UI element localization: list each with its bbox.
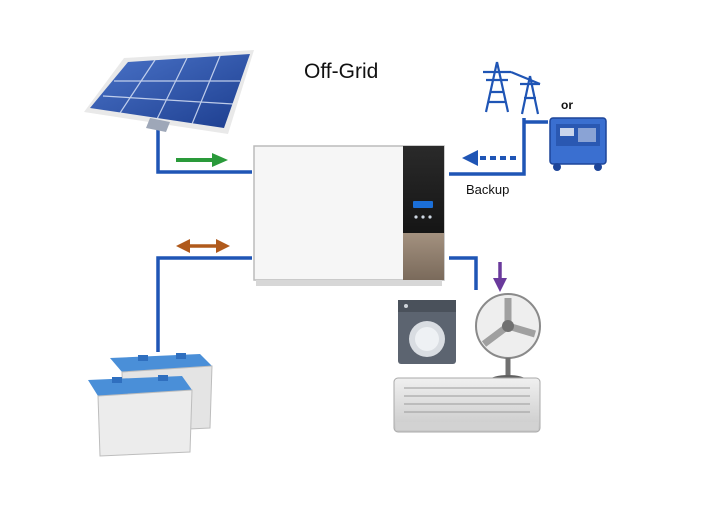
washing-machine-icon bbox=[398, 300, 456, 364]
wire-solar bbox=[156, 122, 252, 174]
wire-backup bbox=[449, 118, 526, 176]
solar-panel-icon bbox=[84, 50, 254, 134]
air-conditioner-icon bbox=[393, 377, 541, 433]
transmission-tower-icon bbox=[483, 61, 541, 115]
solar-arrow bbox=[176, 153, 228, 167]
backup-arrow bbox=[462, 150, 516, 166]
diagram-title: Off-Grid bbox=[304, 60, 379, 83]
load-arrow bbox=[493, 262, 507, 292]
battery-arrow bbox=[176, 239, 230, 253]
wire-load bbox=[449, 256, 478, 290]
wire-battery bbox=[156, 256, 252, 352]
inverter-icon bbox=[253, 145, 445, 286]
fan-icon bbox=[475, 293, 541, 385]
wires bbox=[156, 118, 548, 352]
battery-icon bbox=[88, 353, 213, 457]
or-label: or bbox=[561, 98, 573, 112]
generator-icon bbox=[549, 117, 607, 171]
backup-label: Backup bbox=[466, 182, 510, 197]
